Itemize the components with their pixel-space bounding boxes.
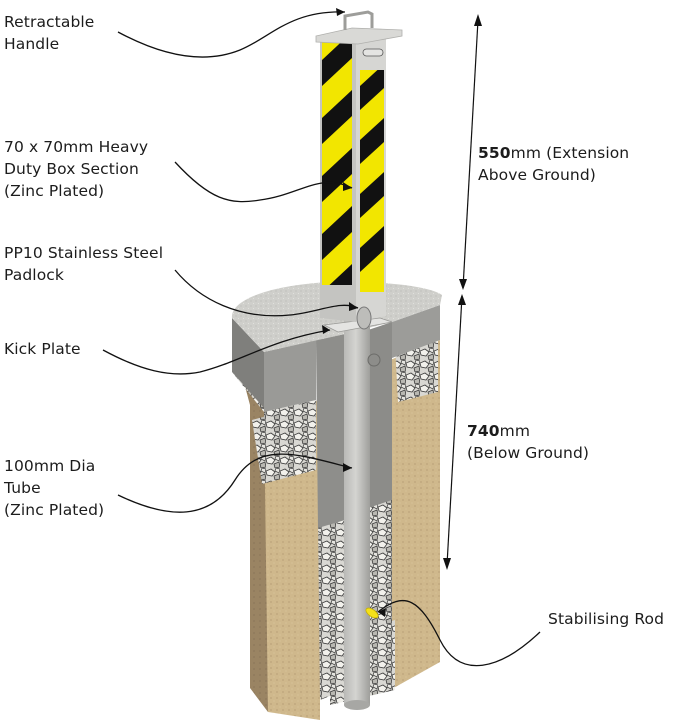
leader-stabilising-rod [377, 600, 541, 667]
post-cap [315, 27, 403, 45]
dimension-text: (Extension [541, 144, 630, 162]
callout-leaders [102, 11, 541, 667]
dimension-unit: mm [499, 422, 531, 440]
leader-tube [117, 453, 353, 513]
dimension-text: Above Ground) [478, 166, 596, 184]
callout-text: Stabilising Rod [548, 610, 665, 628]
leader-handle [117, 11, 346, 58]
padlock [356, 306, 372, 330]
leader-box-section [174, 161, 353, 203]
callout-text: Padlock [4, 266, 64, 284]
callout-text: PP10 Stainless Steel [4, 244, 164, 262]
hazard-stripes-left [322, 40, 352, 285]
dimension-unit: mm [510, 144, 542, 162]
callout-kick-plate: Kick Plate [4, 338, 81, 360]
dimension-label-below-ground: 740mm (Below Ground) [467, 420, 589, 464]
callout-padlock: PP10 Stainless Steel Padlock [4, 242, 163, 286]
dimension-lines [446, 19, 479, 566]
callout-text: 100mm Dia [4, 457, 96, 475]
dimension-text: (Below Ground) [467, 444, 590, 462]
concrete-side-face [232, 318, 264, 408]
dimension-line-below [446, 295, 463, 566]
leader-kick-plate [102, 329, 331, 375]
dimension-arrowheads [443, 14, 482, 570]
concrete-front-left [264, 340, 316, 412]
hazard-stripes-right [360, 70, 384, 272]
stabilising-rod [365, 607, 379, 619]
callout-tube: 100mm Dia Tube (Zinc Plated) [4, 455, 104, 521]
callout-text: Tube [4, 479, 41, 497]
callout-arrowheads [322, 8, 386, 617]
callout-text: Retractable [4, 13, 95, 31]
tube-body [344, 320, 370, 705]
callout-text: 70 x 70mm Heavy [4, 138, 149, 156]
callout-text: Duty Box Section [4, 160, 139, 178]
dimension-value: 740 [467, 422, 500, 440]
callout-text: Kick Plate [4, 340, 81, 358]
tube [344, 320, 381, 710]
box-section-post [315, 10, 403, 330]
soil-front-left [264, 400, 320, 720]
brand-plate [362, 48, 384, 57]
callout-text: (Zinc Plated) [4, 501, 105, 519]
callout-text: Handle [4, 35, 60, 53]
callout-retractable-handle: Retractable Handle [4, 11, 94, 55]
leader-padlock [174, 269, 359, 317]
callout-stabilising-rod: Stabilising Rod [548, 608, 664, 630]
soil-front-right [390, 340, 440, 690]
concrete-inner-left [316, 334, 345, 528]
dimension-value: 550 [478, 144, 511, 162]
dimension-label-above-ground: 550mm (Extension Above Ground) [478, 142, 629, 186]
retractable-handle [343, 10, 374, 30]
gravel-left [252, 402, 316, 484]
concrete-front-right [392, 305, 440, 358]
ground-block [231, 282, 442, 720]
callout-box-section: 70 x 70mm Heavy Duty Box Section (Zinc P… [4, 136, 148, 202]
tube-bottom [344, 700, 370, 710]
dimension-line-above [462, 19, 479, 289]
concrete-inner-right [368, 322, 392, 508]
tube-hole [367, 353, 381, 367]
callout-text: (Zinc Plated) [4, 182, 105, 200]
